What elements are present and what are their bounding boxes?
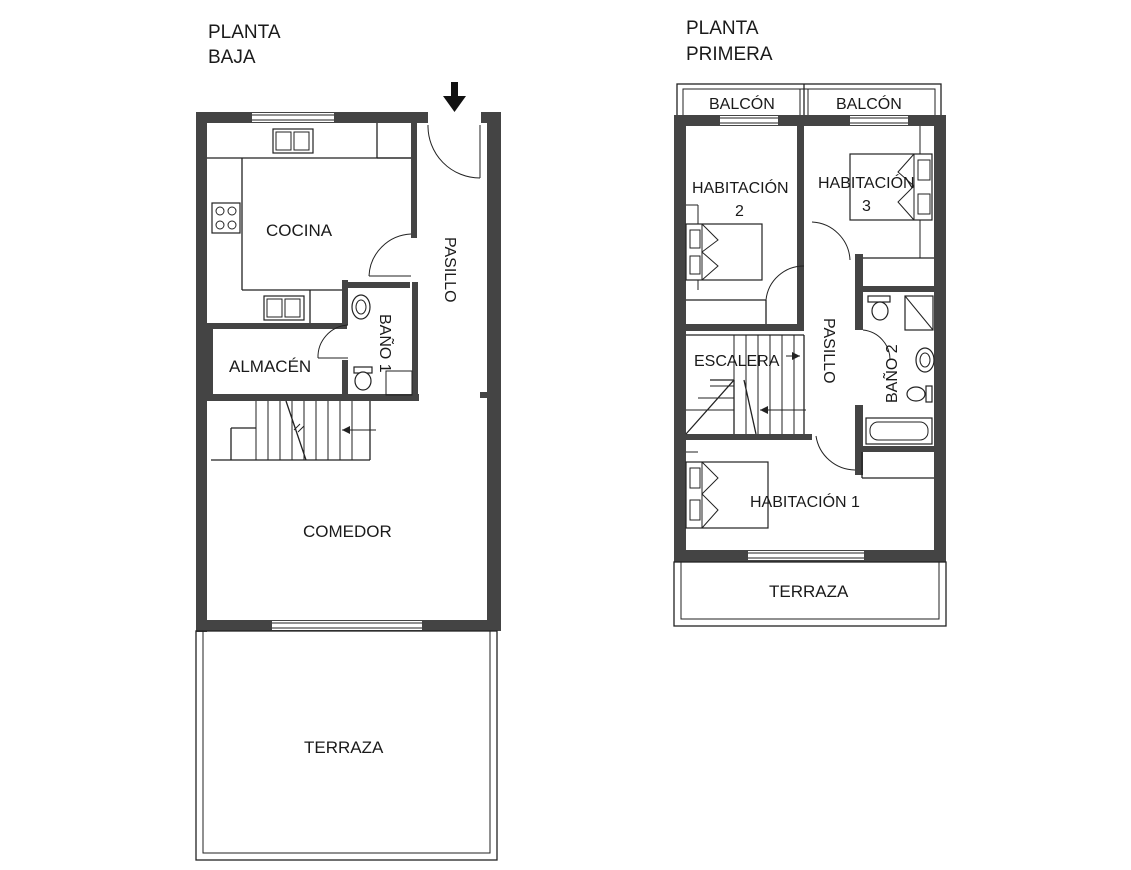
room-label-hab2-line2: 2: [735, 203, 744, 220]
kitchen-bottom-wall: [207, 323, 347, 329]
first-staircase: [685, 334, 812, 440]
kitchen-right-wall: [411, 123, 417, 238]
first-top-windows: [720, 116, 908, 125]
first-bottom-window: [748, 551, 864, 560]
bathroom-2: [865, 295, 935, 445]
room-label-escalera: ESCALERA: [694, 353, 780, 370]
first-floor-plan: PLANTA PRIMERA BALCÓN BALCÓN: [673, 18, 947, 627]
bedroom-2: [685, 126, 805, 331]
room-label-terraza-first: TERRAZA: [769, 582, 849, 601]
ground-staircase: [211, 400, 376, 461]
bedroom-3: [811, 126, 934, 286]
room-label-hab3-line2: 3: [862, 198, 871, 215]
balcony-label-left: BALCÓN: [709, 94, 775, 113]
room-label-bano1: BAÑO 1: [376, 314, 396, 373]
kitchen-door-swing: [368, 233, 412, 277]
first-floor-title-line1: PLANTA: [686, 18, 759, 39]
hall-right-wall-upper: [855, 254, 863, 330]
sink-top-icon: [272, 128, 314, 154]
room-label-hab1: HABITACIÓN 1: [750, 492, 860, 511]
first-terrace: [673, 561, 947, 627]
hall-wall-stub: [480, 392, 488, 398]
room-label-hab2-line1: HABITACIÓN: [692, 178, 789, 197]
balcony-label-right: BALCÓN: [836, 94, 902, 113]
ground-floor-title-line1: PLANTA: [208, 22, 281, 43]
room-label-comedor: COMEDOR: [303, 522, 392, 541]
hob-icon: [211, 202, 241, 234]
room-label-almacen: ALMACÉN: [229, 357, 311, 376]
ground-floor-title-line2: BAJA: [208, 47, 256, 68]
hall-right-wall-lower: [855, 405, 863, 475]
entrance-door: [427, 112, 481, 179]
room-label-hab3-line1: HABITACIÓN: [818, 173, 915, 192]
bedroom-1: [685, 451, 934, 529]
terrace-window: [272, 621, 422, 630]
kitchen-counter: [207, 123, 411, 323]
room-label-terraza-ground: TERRAZA: [304, 738, 384, 757]
room-label-cocina: COCINA: [266, 221, 333, 240]
room-label-pasillo-first: PASILLO: [820, 318, 837, 384]
ground-floor-plan: PLANTA BAJA: [195, 22, 501, 861]
first-floor-title-line2: PRIMERA: [686, 44, 773, 65]
kitchen-window: [252, 113, 334, 122]
room-label-pasillo: PASILLO: [441, 237, 458, 303]
ground-terrace: [195, 630, 498, 861]
kitchen-sink-icon: [263, 295, 305, 321]
entrance-arrow-icon: [443, 82, 466, 112]
bathroom-1: [207, 280, 419, 401]
room-label-bano2: BAÑO 2: [881, 344, 901, 403]
